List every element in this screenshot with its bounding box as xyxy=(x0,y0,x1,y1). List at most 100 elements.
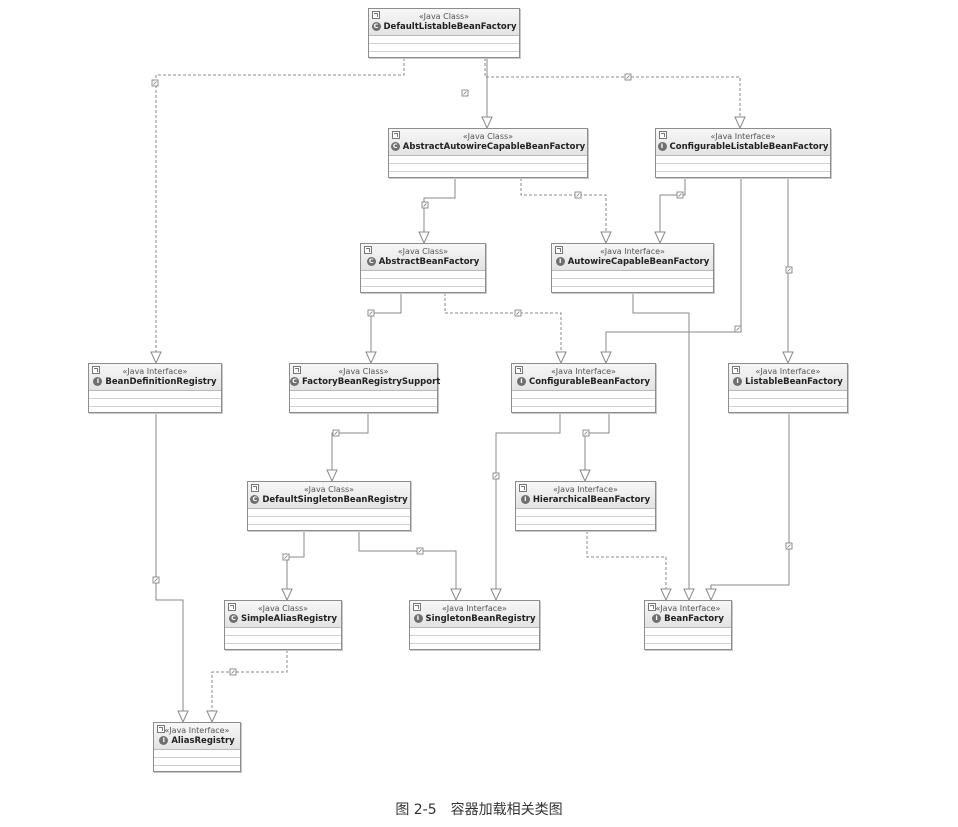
member-compartment xyxy=(248,517,410,525)
edge-fbrs-to-dsbr xyxy=(326,413,369,483)
interface-icon: I xyxy=(413,614,423,623)
interface-icon: I xyxy=(93,377,103,386)
class-name-text: DefaultListableBeanFactory xyxy=(383,22,517,32)
edge-dlbf-to-clbf xyxy=(484,58,746,130)
open-link-icon[interactable] xyxy=(515,366,523,374)
open-link-icon[interactable] xyxy=(157,725,165,733)
open-link-icon[interactable] xyxy=(293,366,301,374)
stereotype-label: «Java Interface» xyxy=(553,485,618,494)
edge-marker-icon xyxy=(582,429,590,437)
open-link-icon[interactable] xyxy=(92,366,100,374)
class-name-text: AutowireCapableBeanFactory xyxy=(567,257,710,267)
edge-marker-icon xyxy=(514,309,522,317)
class-name-text: AliasRegistry xyxy=(171,736,235,746)
class-name-text: BeanFactory xyxy=(664,614,724,624)
open-link-icon[interactable] xyxy=(555,246,563,254)
open-link-icon[interactable] xyxy=(659,131,667,139)
stereotype-label: «Java Class» xyxy=(338,367,389,376)
member-compartment xyxy=(729,391,847,399)
class-icon: C xyxy=(290,377,299,386)
member-compartment xyxy=(410,644,539,651)
member-compartment xyxy=(516,509,655,517)
member-compartment xyxy=(410,636,539,644)
edge-marker-icon xyxy=(152,576,160,584)
edge-aacbf-to-acbf xyxy=(520,178,612,245)
class-name-text: DefaultSingletonBeanRegistry xyxy=(262,495,408,505)
stereotype-label: «Java Class» xyxy=(257,604,309,613)
member-compartment xyxy=(656,164,830,172)
edge-marker-icon xyxy=(676,191,684,199)
edge-marker-icon xyxy=(785,266,793,274)
stereotype-label: «Java Interface» xyxy=(655,604,721,613)
member-compartment xyxy=(89,407,221,414)
stereotype-label: «Java Interface» xyxy=(551,367,616,376)
member-compartment xyxy=(645,636,731,644)
member-compartment xyxy=(154,766,240,773)
member-compartment xyxy=(248,525,410,532)
open-link-icon[interactable] xyxy=(413,603,421,611)
open-link-icon[interactable] xyxy=(648,603,656,611)
member-compartment xyxy=(225,636,341,644)
member-compartment xyxy=(645,644,731,651)
open-link-icon[interactable] xyxy=(732,366,740,374)
open-link-icon[interactable] xyxy=(364,246,372,254)
member-compartment xyxy=(410,628,539,636)
member-compartment xyxy=(389,172,587,179)
member-compartment xyxy=(389,156,587,164)
class-name-text: ConfigurableBeanFactory xyxy=(528,377,650,387)
member-compartment xyxy=(369,36,519,44)
edge-marker-icon xyxy=(421,201,429,209)
interface-icon: I xyxy=(657,142,667,151)
open-link-icon[interactable] xyxy=(251,484,259,492)
interface-icon: I xyxy=(520,495,530,504)
edge-clbf-to-cbf xyxy=(600,178,742,365)
open-link-icon[interactable] xyxy=(519,484,527,492)
member-compartment xyxy=(361,271,485,279)
open-link-icon[interactable] xyxy=(392,131,400,139)
member-compartment xyxy=(516,525,655,532)
open-link-icon[interactable] xyxy=(228,603,236,611)
edge-bdr-to-ar xyxy=(155,413,189,724)
member-compartment xyxy=(516,517,655,525)
open-link-icon[interactable] xyxy=(372,11,380,19)
member-compartment xyxy=(361,279,485,287)
member-compartment xyxy=(89,399,221,407)
class-name-text: AbstractAutowireCapableBeanFactory xyxy=(402,142,586,152)
interface-icon: I xyxy=(555,257,565,266)
member-compartment xyxy=(552,279,713,287)
member-compartment xyxy=(225,644,341,651)
edge-clbf-to-acbf xyxy=(654,178,686,245)
member-compartment xyxy=(512,391,655,399)
edge-marker-icon xyxy=(461,89,469,97)
edge-aacbf-to-abf xyxy=(418,178,456,245)
member-compartment xyxy=(369,52,519,59)
